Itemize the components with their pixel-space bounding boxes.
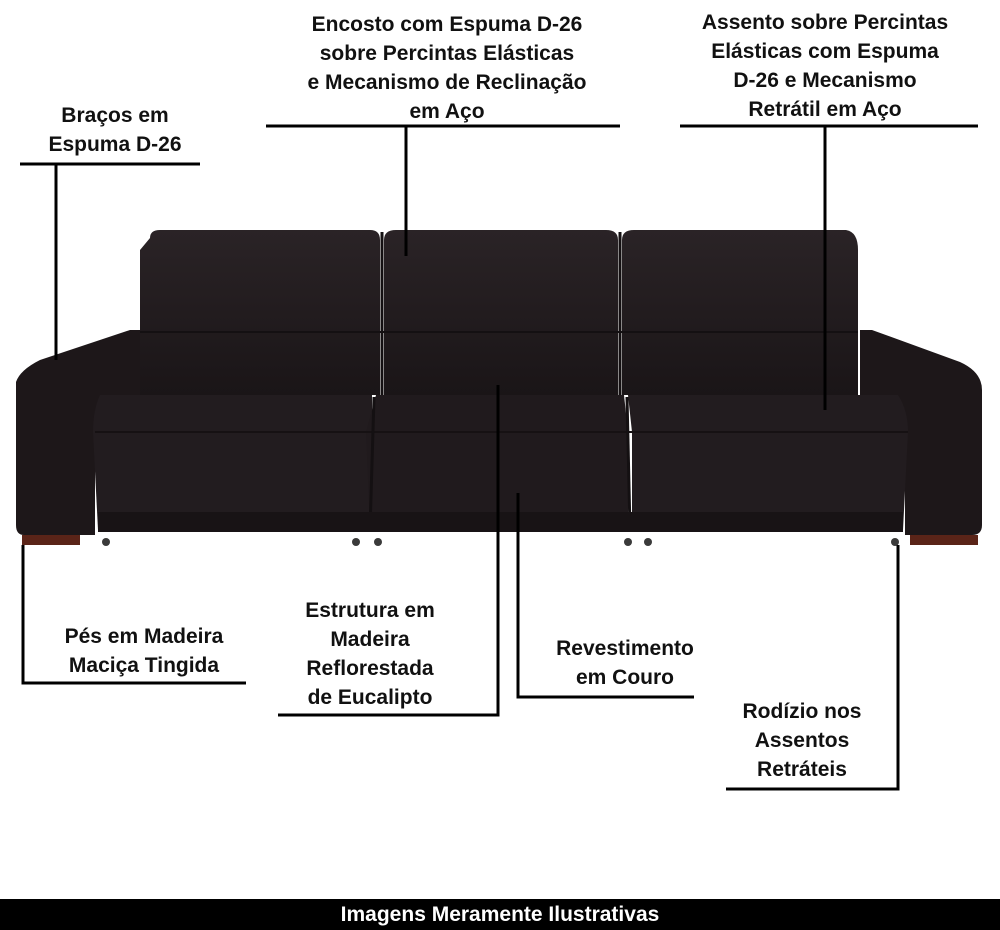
seat-cushion-right bbox=[628, 395, 908, 530]
casters bbox=[102, 538, 899, 546]
back-cushion-middle bbox=[384, 230, 618, 395]
foot-left bbox=[22, 535, 80, 545]
arm-left bbox=[16, 330, 140, 535]
caster bbox=[624, 538, 632, 546]
leader-structure bbox=[278, 385, 500, 717]
back-cushion-left bbox=[140, 230, 380, 395]
leader-upholstery bbox=[516, 493, 694, 699]
footer-text: Imagens Meramente Ilustrativas bbox=[340, 903, 660, 926]
caster bbox=[891, 538, 899, 546]
leader-casters bbox=[726, 545, 900, 791]
caster bbox=[102, 538, 110, 546]
leader-feet bbox=[21, 545, 246, 685]
seat-cushion-left bbox=[93, 395, 372, 530]
backrest bbox=[140, 230, 858, 395]
back-cushion-right bbox=[622, 230, 858, 395]
leader-lines bbox=[20, 124, 978, 791]
feet bbox=[22, 535, 978, 545]
caster bbox=[374, 538, 382, 546]
seat bbox=[93, 395, 908, 532]
footer-banner: Imagens Meramente Ilustrativas bbox=[0, 899, 1000, 930]
caster bbox=[352, 538, 360, 546]
arm-right bbox=[860, 330, 982, 535]
foot-right bbox=[910, 535, 978, 545]
arms bbox=[16, 330, 982, 535]
caster bbox=[644, 538, 652, 546]
